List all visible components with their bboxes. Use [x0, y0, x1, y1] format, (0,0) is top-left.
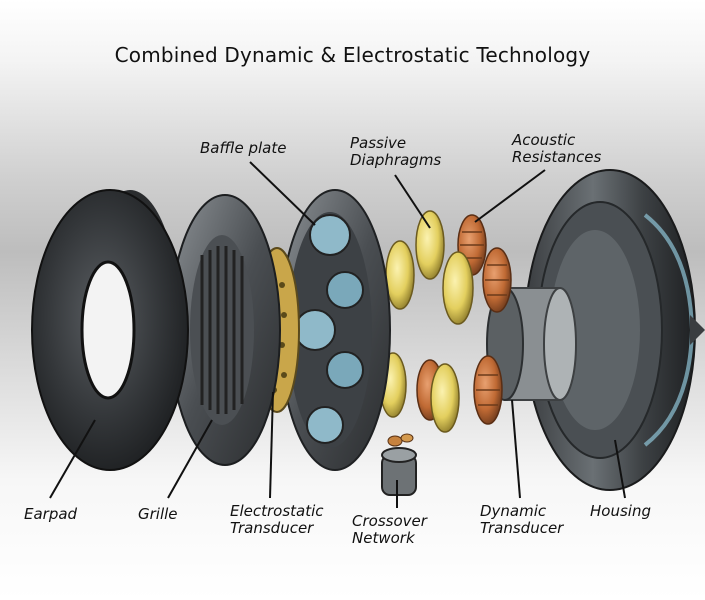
label-grille: Grille: [138, 505, 178, 523]
leader-grille: [167, 419, 213, 499]
label-electrostatic-transducer-line1: Electrostatic: [230, 502, 324, 520]
label-acoustic-resistances-line1: Acoustic: [512, 131, 576, 149]
diagram-title: Combined Dynamic & Electrostatic Technol…: [114, 43, 591, 67]
label-crossover-network: Crossover Network: [352, 513, 427, 547]
label-electrostatic-transducer-line2: Transducer: [230, 519, 314, 537]
leader-acoustic-resistances: [474, 169, 546, 223]
crossover-network-part: [381, 433, 417, 496]
label-crossover-network-line1: Crossover: [352, 512, 427, 530]
label-dynamic-transducer: Dynamic Transducer: [480, 503, 563, 537]
label-acoustic-resistances-line2: Resistances: [512, 148, 602, 166]
leader-baffle-plate: [249, 161, 316, 226]
label-electrostatic-transducer: Electrostatic Transducer: [230, 503, 324, 537]
leader-lines: [49, 161, 626, 508]
label-dynamic-transducer-line1: Dynamic: [480, 502, 547, 520]
label-housing: Housing: [590, 502, 651, 520]
leader-dynamic-transducer: [511, 399, 521, 499]
leader-earpad: [49, 419, 96, 499]
label-earpad: Earpad: [24, 505, 78, 523]
baffle-plate-part: [279, 189, 391, 471]
label-passive-diaphragms-line2: Diaphragms: [350, 151, 442, 169]
label-baffle-plate: Baffle plate: [200, 139, 287, 157]
leader-housing: [614, 439, 626, 499]
label-passive-diaphragms: Passive Diaphragms: [350, 135, 441, 169]
grille-part: [169, 194, 281, 466]
label-acoustic-resistances: Acoustic Resistances: [512, 132, 601, 166]
label-crossover-network-line2: Network: [352, 529, 415, 547]
leader-passive-diaphragms: [394, 174, 431, 229]
housing-part: [524, 169, 705, 491]
label-passive-diaphragms-line1: Passive: [350, 134, 407, 152]
earpad-part: [31, 189, 189, 471]
leader-electrostatic-transducer: [269, 391, 274, 499]
label-dynamic-transducer-line2: Transducer: [480, 519, 564, 537]
